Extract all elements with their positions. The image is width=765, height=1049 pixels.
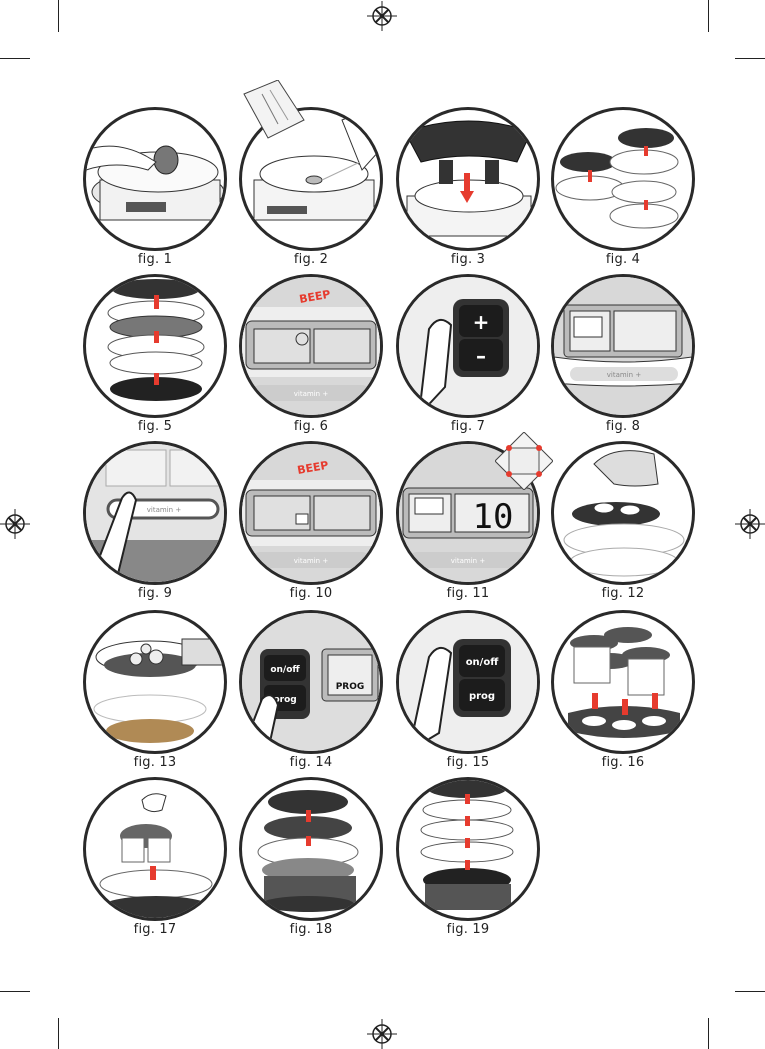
figure-caption: fig. 2	[293, 252, 329, 267]
figure-illustration: on/off prog	[396, 610, 540, 754]
figure-illustration: + –	[396, 274, 540, 418]
figure-illustration	[396, 777, 540, 921]
figure-caption: fig. 17	[133, 922, 177, 937]
beep-label: BEEP	[298, 288, 331, 306]
registration-mark-icon	[367, 1, 397, 31]
figure-illustration: 10 vitamin +	[396, 441, 540, 585]
figure-1: fig. 1	[83, 107, 228, 275]
vitamin-label: vitamin +	[451, 557, 486, 565]
figure-illustration	[551, 107, 695, 251]
figure-caption: fig. 18	[289, 922, 333, 937]
figure-4: fig. 4	[551, 107, 696, 275]
figure-illustration	[83, 274, 227, 418]
crop-mark	[0, 58, 30, 59]
figure-caption: fig. 8	[605, 419, 641, 434]
figure-illustration: vitamin +	[551, 274, 695, 418]
registration-mark-icon	[367, 1019, 397, 1049]
figure-caption: fig. 5	[137, 419, 173, 434]
crop-mark	[735, 991, 765, 992]
figure-12: fig. 12	[551, 441, 696, 609]
figure-caption: fig. 6	[293, 419, 329, 434]
figure-illustration	[239, 107, 383, 251]
figure-illustration	[239, 777, 383, 921]
minus-label: –	[476, 344, 486, 368]
figure-6: vitamin + BEEP fig. 6	[239, 274, 384, 442]
figure-illustration	[83, 777, 227, 921]
figure-caption: fig. 3	[450, 252, 486, 267]
figure-illustration	[551, 441, 695, 585]
figure-illustration: on/off prog PROG	[239, 610, 383, 754]
registration-mark-icon	[735, 509, 765, 539]
time-display: 10	[473, 497, 514, 537]
figure-illustration: vitamin +	[83, 441, 227, 585]
figure-5: fig. 5	[83, 274, 228, 442]
figure-13: fig. 13	[83, 610, 228, 778]
flashing-display-icon	[495, 432, 553, 490]
figure-10: vitamin + BEEP fig. 10	[239, 441, 384, 609]
crop-mark	[58, 1018, 59, 1049]
vitamin-label: vitamin +	[147, 506, 182, 514]
prog-label: prog	[273, 695, 297, 705]
figure-17: fig. 17	[83, 777, 228, 945]
figure-caption: fig. 4	[605, 252, 641, 267]
figure-14: on/off prog PROG fig. 14	[239, 610, 384, 778]
figure-2: fig. 2	[239, 107, 384, 275]
figure-illustration	[83, 107, 227, 251]
vitamin-label: vitamin +	[294, 557, 329, 565]
figure-8: vitamin + fig. 8	[551, 274, 696, 442]
figure-caption: fig. 10	[289, 586, 333, 601]
figure-9: vitamin + fig. 9	[83, 441, 228, 609]
figure-illustration: vitamin + BEEP	[239, 274, 383, 418]
figure-15: on/off prog fig. 15	[396, 610, 541, 778]
crop-mark	[708, 1018, 709, 1049]
figure-caption: fig. 11	[446, 586, 490, 601]
figure-18: fig. 18	[239, 777, 384, 945]
prog-code-label: PROG	[336, 682, 365, 692]
onoff-label: on/off	[270, 665, 300, 675]
figure-caption: fig. 12	[601, 586, 645, 601]
prog-label: prog	[469, 691, 495, 702]
figure-caption: fig. 9	[137, 586, 173, 601]
crop-mark	[0, 991, 30, 992]
figure-caption: fig. 13	[133, 755, 177, 770]
figure-caption: fig. 14	[289, 755, 333, 770]
figure-caption: fig. 7	[450, 419, 486, 434]
figure-7: + – fig. 7	[396, 274, 541, 442]
figure-illustration	[551, 610, 695, 754]
figure-11: 10 vitamin + fig. 11	[396, 441, 541, 609]
vitamin-label: vitamin +	[294, 390, 329, 398]
plus-label: +	[473, 310, 490, 334]
vitamin-label: vitamin +	[607, 371, 642, 379]
crop-mark	[735, 58, 765, 59]
water-level-card-icon	[243, 80, 305, 139]
figure-caption: fig. 19	[446, 922, 490, 937]
figure-illustration: vitamin + BEEP	[239, 441, 383, 585]
figure-19: fig. 19	[396, 777, 541, 945]
down-arrow-icon	[460, 173, 474, 203]
crop-mark	[58, 0, 59, 32]
registration-mark-icon	[0, 509, 30, 539]
figure-caption: fig. 15	[446, 755, 490, 770]
figure-caption: fig. 16	[601, 755, 645, 770]
crop-mark	[708, 0, 709, 32]
figure-illustration	[83, 610, 227, 754]
figure-caption: fig. 1	[137, 252, 173, 267]
beep-label: BEEP	[296, 459, 329, 477]
figure-16: fig. 16	[551, 610, 696, 778]
onoff-label: on/off	[466, 657, 500, 668]
